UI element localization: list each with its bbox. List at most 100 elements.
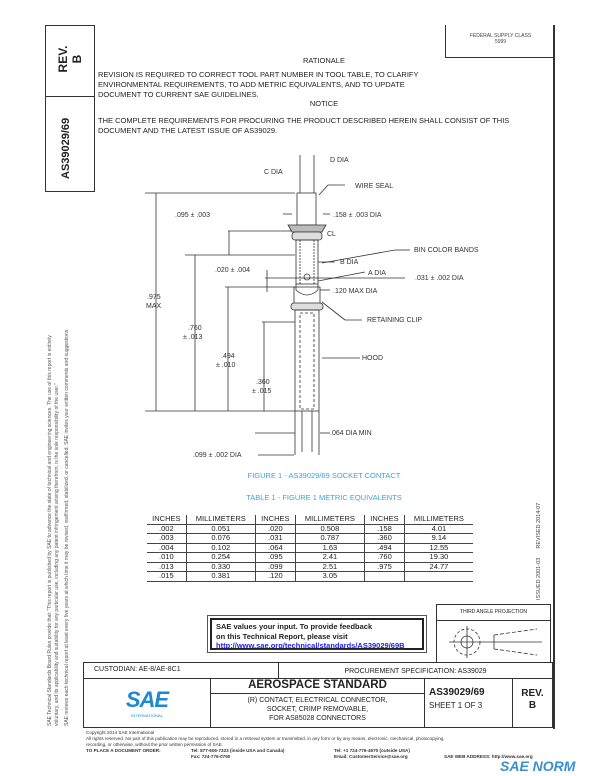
drawing-frame (45, 25, 555, 729)
projection-box: THIRD ANGLE PROJECTION (436, 604, 551, 663)
issued-date: ISSUED 2001-03 (536, 557, 542, 600)
feedback-line: SAE values your input. To provide feedba… (216, 622, 373, 631)
rationale-text: REVISION IS REQUIRED TO CORRECT TOOL PAR… (98, 70, 419, 99)
label-a-dia: A DIA (368, 270, 386, 277)
revised-date: REVISED 2014-07 (536, 502, 542, 549)
col-header: MILLIMETERS (403, 514, 473, 524)
col-header: MILLIMETERS (185, 514, 256, 524)
email[interactable]: Email: CustomerService@sae.org (334, 754, 408, 759)
label-158: .158 ± .003 DIA (333, 212, 382, 219)
label-c-dia: C DIA (264, 169, 283, 176)
label-099: .099 ± .002 DIA (193, 452, 242, 459)
figure-caption: FIGURE 1 - AS39029/69 SOCKET CONTACT (247, 471, 401, 480)
doc-number-cell: AS39029/69 SHEET 1 OF 3 (424, 678, 513, 728)
procurement-spec: PROCUREMENT SPECIFICATION: AS39029 (344, 668, 487, 675)
rev-value: B (528, 700, 537, 711)
label-760: .760 (188, 325, 202, 332)
title-cell: AEROSPACE STANDARD (R) CONTACT, ELECTRIC… (210, 678, 425, 728)
web-address[interactable]: SAE WEB ADDRESS: http://www.sae.org (444, 754, 533, 759)
label-975: .975 (147, 294, 161, 301)
label-120: .120 MAX DIA (333, 288, 378, 295)
footer: Copyright 2014 SAE International All rig… (86, 730, 556, 762)
label-095: .095 ± .003 (175, 212, 210, 219)
table-cell: .003 (147, 533, 187, 544)
table-cell: 0.254 (185, 552, 256, 563)
rights-text: recording, or otherwise, without the pri… (86, 742, 224, 747)
label-d-dia: D DIA (330, 157, 349, 164)
label-centerline: CL (327, 231, 336, 238)
label-031: .031 ± .002 DIA (415, 275, 464, 282)
description-line: SOCKET, CRIMP REMOVABLE, (266, 706, 369, 713)
table-cell (364, 571, 405, 582)
table-cell: 19.30 (403, 552, 473, 563)
label-hood: HOOD (362, 355, 383, 362)
standard-title: AEROSPACE STANDARD (211, 679, 424, 694)
label-360: .360 (256, 379, 270, 386)
table-cell: .031 (254, 533, 296, 544)
logo-cell: SAE INTERNATIONAL (83, 678, 211, 728)
table-cell: .015 (147, 571, 187, 582)
doc-number: AS39029/69 (429, 687, 485, 698)
rev-label: REV. (521, 688, 544, 699)
table-cell: .010 (147, 552, 187, 563)
table-cell: .975 (364, 561, 405, 572)
rights-text: All rights reserved. No part of this pub… (86, 736, 445, 741)
feedback-link[interactable]: http://www.sae.org/technical/standards/A… (216, 641, 405, 650)
label-retaining-clip: RETAINING CLIP (367, 317, 422, 324)
watermark-logo: SAE NORM (500, 758, 576, 774)
table-cell: 2.41 (294, 552, 366, 563)
col-header: INCHES (364, 514, 405, 524)
table-cell: 0.787 (294, 533, 366, 544)
sae-logo: SAE (125, 687, 169, 712)
projection-title: THIRD ANGLE PROJECTION (437, 605, 550, 621)
rev-cell: REV. B (512, 678, 553, 728)
feedback-line: on this Technical Report, please visit (216, 631, 348, 641)
label-494-tol: ± .010 (216, 362, 236, 369)
tel-intl: Tel: +1 724-776-4970 (outside USA) (334, 748, 410, 753)
label-975-max: MAX (146, 303, 162, 310)
tel-usa: Tel: 877-606-7323 (inside USA and Canada… (191, 748, 285, 753)
custodian-cell: CUSTODIAN: AE-8/AE-8C1 (83, 662, 279, 679)
table-cell: 9.14 (403, 533, 473, 544)
fax: Fax: 724-776-0790 (191, 754, 231, 759)
custodian: CUSTODIAN: AE-8/AE-8C1 (94, 666, 181, 673)
fsc-box: FEDERAL SUPPLY CLASS 5999 (445, 25, 555, 58)
procurement-cell: PROCUREMENT SPECIFICATION: AS39029 (278, 662, 553, 679)
table-cell: .360 (364, 533, 405, 544)
issue-dates: ISSUED 2001-03 REVISED 2014-07 (536, 503, 542, 600)
description-line: (R) CONTACT, ELECTRICAL CONNECTOR, (247, 697, 388, 704)
table-cell (403, 571, 473, 582)
table-cell: 0.076 (185, 533, 256, 544)
third-angle-projection-icon (449, 626, 542, 658)
sae-logo-sub: INTERNATIONAL (131, 713, 163, 718)
label-b-dia: B DIA (340, 259, 359, 266)
feedback-box: SAE values your input. To provide feedba… (207, 615, 427, 653)
table-cell: .760 (364, 552, 405, 563)
copyright: Copyright 2014 SAE International (86, 730, 155, 735)
table-cell: 3.05 (294, 571, 366, 582)
col-header: INCHES (254, 514, 296, 524)
notice-title: NOTICE (309, 99, 339, 108)
fsc-value: 5999 (494, 39, 507, 45)
rationale-title: RATIONALE (303, 56, 345, 65)
order-label: TO PLACE A DOCUMENT ORDER: (86, 748, 161, 753)
table-cell: .120 (254, 571, 296, 582)
label-360-tol: ± .015 (252, 388, 272, 395)
table-caption: TABLE 1 - FIGURE 1 METRIC EQUIVALENTS (246, 493, 402, 502)
table-cell: .095 (254, 552, 296, 563)
label-bin-color-bands: BIN COLOR BANDS (414, 247, 479, 254)
label-wire-seal: WIRE SEAL (355, 183, 393, 190)
doc-number-box: AS39029/69 (45, 96, 95, 192)
sheet-number: SHEET 1 OF 3 (429, 701, 483, 710)
label-494: .494 (221, 353, 235, 360)
